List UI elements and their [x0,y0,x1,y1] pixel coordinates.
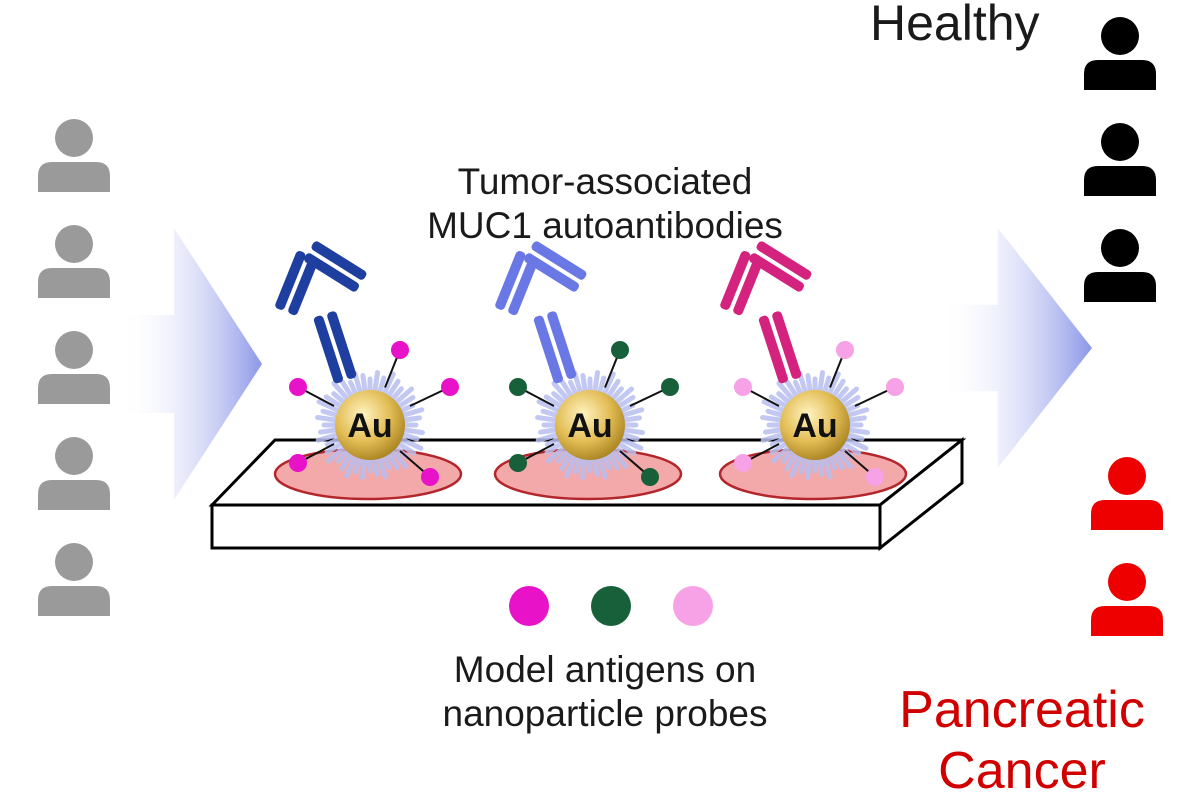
antigen-magenta-legend-dot [509,586,549,626]
gold-core [335,390,405,460]
gold-core [555,390,625,460]
antigen-pink-legend-dot [673,586,713,626]
title-label: Tumor-associated MUC1 autoantibodies [380,160,830,247]
gold-core [780,390,850,460]
healthy-label: Healthy [870,0,1040,51]
antigen-green-legend-dot [591,586,631,626]
sample-person-icon [38,543,110,616]
antigen-dot [836,341,854,359]
healthy-person-icon [1084,123,1156,196]
antigen-dot [734,454,752,472]
nanoparticle-probe: Au [718,241,908,501]
antigen-dot [289,378,307,396]
nanoparticle-probe: Au [273,241,463,501]
legend-caption-line-1: Model antigens on [453,649,757,690]
cancer-label: Pancreatic Cancer [862,680,1182,803]
chip-front-face [210,503,882,550]
gold-core-label: Au [792,407,837,445]
gold-core-label: Au [347,407,392,445]
title-line-2: MUC1 autoantibodies [427,204,783,246]
antigen-dot [641,468,659,486]
cancer-label-line-2: Cancer [938,742,1106,801]
antigen-dot [421,468,439,486]
chip-side-face [878,436,964,552]
antigen-dot [866,468,884,486]
antigen-dot [661,378,679,396]
antigen-dot [509,454,527,472]
antigen-dot [734,378,752,396]
sample-person-icon [38,437,110,510]
cancer-person-icon [1091,563,1163,636]
sample-person-icon [38,225,110,298]
antigen-dot [886,378,904,396]
autoantibody [275,241,367,384]
sample-person-icon [38,331,110,404]
antigen-dot [611,341,629,359]
antigen-dot [509,378,527,396]
antigen-dot [289,454,307,472]
output-arrow [940,228,1092,468]
input-arrow [120,228,262,500]
gold-core-label: Au [567,407,612,445]
title-line-1: Tumor-associated [457,161,753,202]
antigen-dot [441,378,459,396]
healthy-person-icon [1084,229,1156,302]
sample-person-icon [38,119,110,192]
autoantibody [495,241,587,384]
antigen-dot [391,341,409,359]
cancer-person-icon [1091,457,1163,530]
legend-caption: Model antigens on nanoparticle probes [395,648,815,735]
legend-caption-line-2: nanoparticle probes [442,692,768,734]
nanoparticle-probe: Au [493,241,683,501]
autoantibody [720,241,812,384]
cancer-label-line-1: Pancreatic [899,681,1145,739]
